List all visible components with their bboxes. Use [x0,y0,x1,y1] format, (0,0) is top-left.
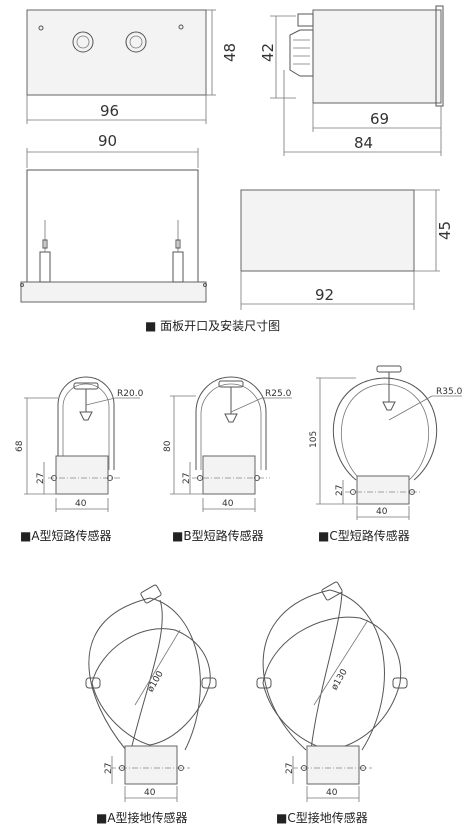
sensor-c-radius: R35.0 [436,387,463,397]
sensor-b-caption: ■B型短路传感器 [172,528,264,543]
side-depth-label: 69 [370,110,389,128]
cutout-width-label: 90 [98,132,117,150]
back-height-label: 45 [436,221,454,240]
sensor-a-height: 68 [15,440,25,452]
ground-c-base-height: 27 [285,763,295,774]
sensor-b-radius: R25.0 [265,389,292,399]
panel-caption: ■ 面板开口及安装尺寸图 [145,318,280,333]
sensor-a-base-width: 40 [75,499,87,509]
sensor-a-drawing: R20.0 68 27 40 [15,376,144,512]
back-view: 45 92 [240,189,454,310]
cutout-view: 90 [20,132,207,303]
ground-a-base-width: 40 [144,788,156,798]
sensor-b-base-width: 40 [222,499,234,509]
front-panel-view: 48 96 [26,9,239,124]
ground-a-drawing: ø100 27 40 [85,584,217,802]
sensor-a-caption: ■A型短路传感器 [20,528,112,543]
sensor-c-height: 105 [309,431,319,448]
ground-c-base-width: 40 [326,788,338,798]
ground-a-base-height: 27 [104,763,114,774]
side-total-label: 84 [354,134,373,152]
sensor-b-base-height: 27 [182,473,192,484]
sensor-b-height: 80 [163,440,173,452]
ground-c-diameter: ø130 [330,667,350,692]
side-height-label: 42 [259,43,277,62]
ground-c-drawing: ø130 27 40 [256,581,408,802]
sensor-b-drawing: R25.0 80 27 40 [163,376,292,512]
sensor-c-drawing: R35.0 105 27 40 [309,365,463,520]
front-height-label: 48 [221,43,239,62]
sensor-a-base-height: 27 [36,473,46,484]
sensor-a-radius: R20.0 [117,389,144,399]
side-panel-view: 42 69 84 [259,5,444,156]
sensor-c-base-height: 27 [335,485,345,496]
back-width-label: 92 [315,286,334,304]
sensor-c-caption: ■C型短路传感器 [318,528,410,543]
sensor-c-base-width: 40 [376,507,388,517]
ground-a-caption: ■A型接地传感器 [96,810,188,825]
ground-c-caption: ■C型接地传感器 [276,810,368,825]
front-width-label: 96 [100,102,119,120]
